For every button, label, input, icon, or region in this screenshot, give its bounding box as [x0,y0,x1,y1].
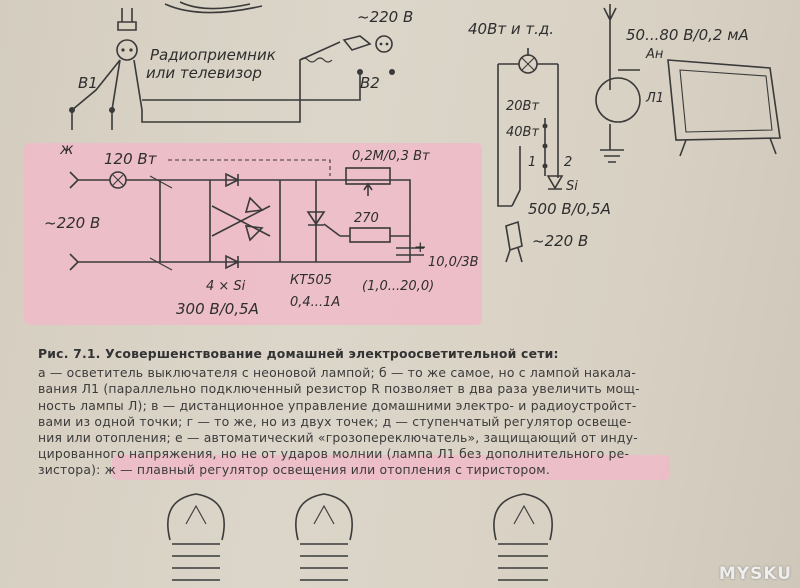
radio-icon [667,59,781,141]
plug-icon-bottom [505,220,523,263]
diode-rating-label: 500 В/0,5А [528,200,611,218]
resistor-label: 270 [354,211,379,226]
bulb-icon-1 [167,493,225,541]
switch-b1-label: В1 [78,74,98,92]
capacitor-label: 10,0/3В [428,255,479,270]
caption-title: Рис. 7.1. Усовершенствование домашней эл… [38,346,559,361]
tv-outline [164,3,263,14]
diagram-thyristor-regulator: ж 120 Вт ~220 В 4 × Si 300 В/0,5А [44,140,479,318]
bulb-icon-2 [295,493,353,541]
antenna-rating-label: 50...80 В/0,2 мА [626,26,749,44]
voltage-label-top-right: ~220 В [532,232,588,250]
marker-zh: ж [59,140,74,158]
caption-line: цированного напряжения, но не от ударов … [38,446,630,462]
radio-label-1: Радиоприемник [150,46,276,64]
watermark: MYSKU [718,564,792,584]
diagram-stepped-regulator: 40Вт и т.д. 20Вт 40Вт 1 2 Si 500 В/0,5А … [468,4,781,263]
potentiometer-icon [345,167,391,185]
outlet-icon [375,35,393,53]
caption-line: ность лампы Л); в — дистанционное управл… [38,397,637,413]
figure-caption: Рис. 7.1. Усовершенствование домашней эл… [38,346,776,479]
pos-1-label: 1 [528,155,536,170]
diode-bridge-1 [225,172,240,188]
bulb-icon-3 [493,493,553,541]
capacitor-range-label: (1,0...20,0) [362,279,434,294]
plug-icon-right [342,35,372,51]
thyristor-label: КТ505 [290,273,332,288]
switch-b2-label: В2 [360,74,380,92]
caption-line: а — осветитель выключателя с неоновой ла… [38,365,637,381]
plug-icon [117,8,137,31]
voltage-label-top-left: ~220 В [357,8,413,26]
voltage-label-zh: ~220 В [44,214,100,232]
socket-icon [116,39,138,61]
bridge-rating-label: 300 В/0,5А [176,300,259,318]
caption-highlight [112,455,670,480]
lamp-b-label: 40Вт [506,125,539,140]
bridge-label: 4 × Si [206,279,246,294]
pos-2-label: 2 [564,155,572,170]
cap-plus-label: + [414,238,427,256]
diode-bridge-4 [244,225,264,242]
antenna-icon [603,4,617,48]
caption-line: вания Л1 (параллельно подключенный резис… [38,381,640,397]
schematic-highlight [24,143,482,325]
caption-line: вами из одной точки; г — то же, но из дв… [38,413,632,429]
caption-line: ния или отопления; е — автоматический «г… [38,430,638,446]
diode-bridge-2 [225,254,240,270]
thyristor-icon [306,211,341,237]
antenna-ref-label: Ан [645,47,664,62]
diode-bridge-3 [244,196,264,213]
diode-icon [546,175,564,190]
pot-label: 0,2М/0,3 Вт [352,149,430,164]
thyristor-current-label: 0,4...1А [290,295,340,310]
resistor-icon [349,227,391,243]
si-label: Si [566,179,578,194]
radio-label-2: или телевизор [146,64,262,82]
neon-lamp-icon [595,77,641,123]
lamp-power-label: 40Вт и т.д. [468,20,554,38]
lamp-ref-label: Л1 [645,91,664,106]
lamp-a-label: 20Вт [506,99,539,114]
caption-line: зистора): ж — плавный регулятор освещени… [38,462,550,478]
capacitor-icon [340,235,424,256]
light-bulbs-illustration [167,493,553,581]
ground-icon [600,48,640,163]
lamp-120w-label: 120 Вт [104,150,158,168]
diagram-remote-control: Радиоприемник или телевизор ~220 В В1 В2 [69,1,413,130]
